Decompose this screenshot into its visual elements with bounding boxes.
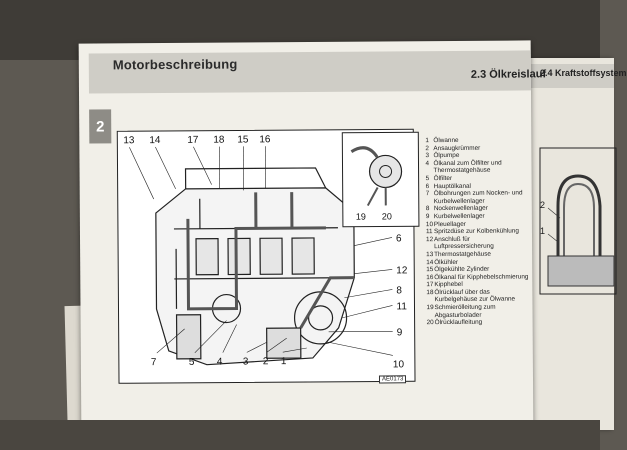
- legend-item-number: 11: [425, 228, 433, 236]
- callout-10: 10: [393, 359, 405, 370]
- right-page-header: [524, 64, 614, 88]
- legend-item-text: Ölrücklauf über das Kurbelgehäuse zur Öl…: [434, 288, 516, 304]
- legend-item-text: Ölbohrungen zum Nocken- und Kurbelwellen…: [433, 189, 523, 205]
- rp-label-1: 1: [540, 226, 545, 236]
- fuel-system-diagram: 2 1: [539, 147, 617, 295]
- legend-item-number: 18: [426, 288, 434, 297]
- callout-17: 17: [187, 135, 199, 146]
- legend-item-number: 17: [426, 281, 434, 289]
- turbocharger-inset-diagram: 19 20: [341, 131, 420, 228]
- callout-20: 20: [382, 211, 392, 221]
- callout-13: 13: [123, 135, 135, 146]
- legend-item-text: Anschluß für Luftpressersicherung: [434, 235, 494, 251]
- callout-3: 3: [243, 356, 249, 367]
- callout-8: 8: [396, 285, 402, 296]
- legend-item-number: 4: [425, 159, 430, 167]
- callout-6: 6: [396, 233, 402, 244]
- table-shadow: [0, 420, 600, 450]
- legend-item-number: 5: [425, 175, 430, 183]
- right-page: 2.4 Kraftstoffsystem 2 1: [524, 58, 627, 430]
- legend-item-number: 8: [425, 205, 430, 213]
- legend-item-text: Ölkanal zum Ölfilter und Thermostatgehäu…: [433, 159, 502, 175]
- callout-1: 1: [281, 356, 287, 367]
- legend-item-number: 20: [426, 319, 434, 327]
- callout-16: 16: [259, 134, 271, 145]
- right-page-section-title: 2.4 Kraftstoffsystem: [540, 68, 627, 78]
- legend-item-text: Schmierölleitung zum Abgasturbolader: [434, 303, 496, 319]
- callout-9: 9: [397, 327, 403, 338]
- legend-item-number: 3: [425, 152, 430, 160]
- callout-12: 12: [396, 265, 408, 276]
- rp-label-2: 2: [540, 200, 545, 210]
- page-title: Motorbeschreibung: [112, 56, 238, 73]
- callout-5: 5: [189, 357, 195, 368]
- engine-oil-circuit-diagram: 13 14 17 18 15 16 6 12 8 11 9 10 7 5 4 3…: [116, 128, 416, 384]
- callout-7: 7: [151, 357, 157, 368]
- legend-item-number: 10: [425, 220, 434, 228]
- section-title: 2.3 Ölkreislauf: [470, 68, 547, 81]
- legend-item-number: 19: [426, 304, 434, 312]
- legend-item-number: 1: [425, 137, 429, 145]
- legend-item-number: 7: [425, 190, 430, 198]
- figure-reference-code: AE0173: [378, 375, 407, 384]
- callout-19: 19: [356, 212, 366, 222]
- callout-18: 18: [213, 135, 225, 146]
- legend-item-number: 15: [426, 266, 434, 274]
- callout-11: 11: [396, 301, 407, 312]
- callout-14: 14: [149, 135, 161, 146]
- chapter-number: 2: [89, 109, 112, 144]
- callout-4: 4: [217, 357, 223, 368]
- legend-item-number: 13: [426, 251, 434, 259]
- legend-item-text: Ölrücklaufleitung: [434, 319, 483, 327]
- callout-2: 2: [263, 356, 269, 367]
- legend-item-number: 2: [425, 144, 429, 152]
- callout-15: 15: [237, 134, 249, 145]
- legend-item-number: 14: [426, 258, 434, 266]
- legend-item-number: 12: [426, 235, 434, 243]
- manual-page: Motorbeschreibung 2.3 Ölkreislauf 2: [78, 40, 546, 432]
- legend-item-number: 6: [425, 182, 430, 190]
- legend-item-number: 16: [426, 273, 434, 281]
- legend-item-number: 9: [425, 213, 430, 221]
